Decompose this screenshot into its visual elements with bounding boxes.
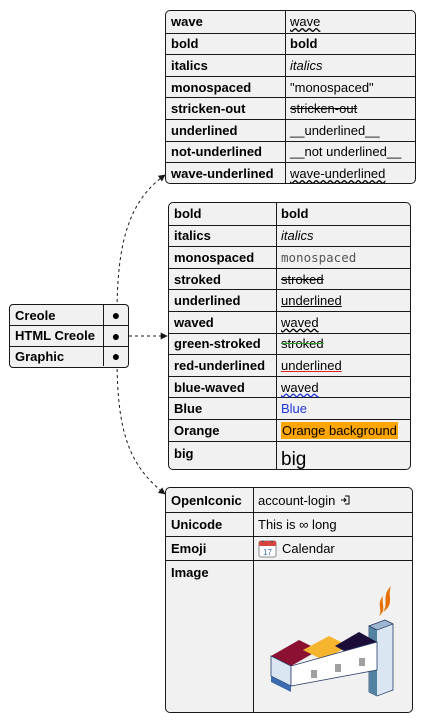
source-row-html-creole: HTML Creole ● xyxy=(10,325,128,346)
source-label: Creole xyxy=(10,305,104,326)
row-value: Orange background xyxy=(281,421,398,439)
row-key: not-underlined xyxy=(166,141,286,163)
row-key: green-stroked xyxy=(169,333,277,355)
row-value: wave-underlined xyxy=(290,165,386,181)
row-value: monospaced xyxy=(281,249,357,265)
row-value: italics xyxy=(290,57,323,73)
row-key: red-underlined xyxy=(169,355,277,376)
row-key: monospaced xyxy=(166,76,286,98)
row-key: bold xyxy=(166,33,286,55)
row-key: underlined xyxy=(166,119,286,141)
row-value: Calendar xyxy=(282,541,335,556)
account-login-icon xyxy=(340,493,350,508)
port-dot-icon: ● xyxy=(111,327,121,344)
row-key: Blue xyxy=(169,398,277,419)
java-logo-icon xyxy=(263,574,403,707)
row-value: bold xyxy=(290,36,318,52)
table-row: Unicode This is ∞ long xyxy=(166,512,412,536)
row-value: stricken-out xyxy=(290,101,358,117)
table-row: wave-underlined wave-underlined xyxy=(166,162,415,183)
row-value: wave xyxy=(290,14,321,30)
row-key: Unicode xyxy=(166,513,254,536)
table-row: italics italics xyxy=(166,54,415,76)
row-key: Orange xyxy=(169,419,277,441)
row-value: italics xyxy=(281,228,314,244)
table-row: stricken-out stricken-out xyxy=(166,97,415,119)
row-key: stroked xyxy=(169,268,277,290)
row-key: italics xyxy=(169,225,277,247)
table-row: not-underlined __not underlined__ xyxy=(166,140,415,163)
table-row: blue-waved waved xyxy=(169,375,410,398)
table-row: wave wave xyxy=(166,11,415,33)
row-value: stroked xyxy=(281,271,324,287)
row-key: underlined xyxy=(169,290,277,311)
row-key: italics xyxy=(166,55,286,76)
table-row: Blue Blue xyxy=(169,397,410,419)
table-row: green-stroked stroked xyxy=(169,332,410,355)
table-row: Image xyxy=(166,560,412,712)
port-dot-icon: ● xyxy=(111,307,121,324)
table-row: italics italics xyxy=(169,224,410,247)
table-row: underlined underlined xyxy=(169,289,410,311)
source-row-creole: Creole ● xyxy=(10,305,128,326)
row-value: underlined xyxy=(281,357,342,373)
row-value: waved xyxy=(281,379,319,395)
row-key: wave xyxy=(166,11,286,33)
source-label: Graphic xyxy=(10,346,104,366)
table-row: waved waved xyxy=(169,310,410,333)
row-value: __not underlined__ xyxy=(290,144,402,160)
row-key: Emoji xyxy=(166,537,254,560)
row-key: Image xyxy=(166,561,254,712)
port-dot-icon: ● xyxy=(111,348,121,365)
row-key: OpenIconic xyxy=(166,488,254,512)
arrow-to-graphic xyxy=(116,356,166,495)
table-row: red-underlined underlined xyxy=(169,354,410,376)
table-row: monospaced monospaced xyxy=(169,246,410,268)
row-key: wave-underlined xyxy=(166,163,286,183)
row-key: blue-waved xyxy=(169,376,277,398)
row-key: stricken-out xyxy=(166,98,286,119)
row-value: bold xyxy=(281,206,309,222)
table-row: Orange Orange background xyxy=(169,418,410,441)
table-row: OpenIconic account-login xyxy=(166,488,412,512)
row-value: __underlined__ xyxy=(290,122,380,138)
table-row: big big xyxy=(169,440,410,470)
calendar-date: 17 xyxy=(263,548,272,557)
row-key: bold xyxy=(169,203,277,225)
row-value: waved xyxy=(281,314,319,330)
source-row-graphic: Graphic ● xyxy=(10,345,128,366)
row-value: account-login xyxy=(258,492,336,508)
creole-table: wave wave bold bold italics italics mono… xyxy=(165,10,416,184)
row-key: monospaced xyxy=(169,247,277,268)
calendar-emoji-icon: 17 xyxy=(258,539,277,561)
row-value: Blue xyxy=(281,401,308,417)
table-row: stroked stroked xyxy=(169,267,410,290)
row-key: waved xyxy=(169,311,277,333)
table-row: bold bold xyxy=(166,32,415,55)
row-value: stroked xyxy=(281,336,324,352)
table-row: underlined __underlined__ xyxy=(166,118,415,141)
row-value: This is ∞ long xyxy=(258,517,337,532)
row-key: big xyxy=(169,441,277,469)
table-row: Emoji 17 Calendar xyxy=(166,536,412,560)
graphic-table: OpenIconic account-login Unicode This is… xyxy=(165,487,413,713)
source-node: Creole ● HTML Creole ● Graphic ● xyxy=(9,304,129,368)
arrow-to-creole xyxy=(116,174,166,315)
html-creole-table: bold bold italics italics monospaced mon… xyxy=(168,202,411,470)
row-value: "monospaced" xyxy=(290,79,374,95)
row-value: underlined xyxy=(281,293,342,309)
row-value: big xyxy=(281,448,307,470)
table-row: bold bold xyxy=(169,203,410,225)
source-label: HTML Creole xyxy=(10,326,104,346)
table-row: monospaced "monospaced" xyxy=(166,75,415,98)
